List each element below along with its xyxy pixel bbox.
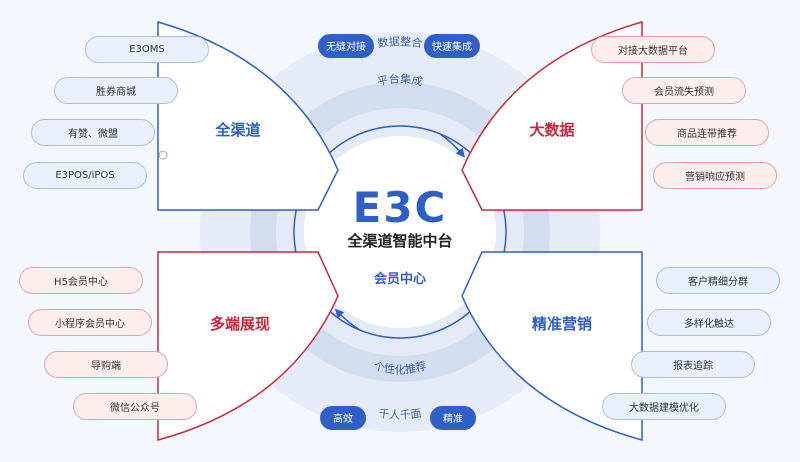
logo-text: E3C — [353, 183, 448, 232]
display-item-wechat: 微信公众号 — [73, 393, 197, 420]
sector-top-left — [157, 21, 339, 211]
quadrant-title-top-right: 大数据 — [529, 121, 574, 139]
ring-label-inner-bottom: 个性化推荐 — [372, 359, 428, 376]
sector-top-right — [461, 21, 643, 211]
marketing-item-report: 报表追踪 — [631, 351, 755, 378]
display-item-miniprogram: 小程序会员中心 — [28, 309, 152, 336]
flow-arrow-bottom — [334, 308, 361, 331]
marketing-item-reach: 多样化触达 — [647, 309, 771, 336]
marketing-item-segment: 客户精细分群 — [656, 267, 780, 294]
center-disc — [304, 136, 496, 328]
badge-bottom-right — [430, 406, 476, 430]
channel-item-mall: 胜券商城 — [54, 77, 178, 104]
display-item-h5: H5会员中心 — [19, 267, 143, 294]
flow-arrow-top — [439, 133, 465, 158]
flow-circle — [293, 125, 507, 339]
marketing-item-modeling: 大数据建模优化 — [602, 393, 726, 420]
ring-label-outer-bottom: 千人千面 — [378, 407, 423, 422]
sector-bottom-right — [461, 251, 643, 441]
badge-top-left-label: 无缝对接 — [326, 40, 366, 53]
quadrant-title-bottom-left: 多端展现 — [210, 315, 270, 333]
center-subtitle: 会员中心 — [374, 271, 426, 287]
badge-bottom-right-label: 精准 — [443, 412, 463, 425]
quadrant-title-bottom-right: 精准营销 — [532, 315, 592, 333]
channel-item-pos: E3POS/iPOS — [23, 162, 147, 189]
badge-bottom-left — [320, 406, 366, 430]
bigdata-item-response: 营销响应预测 — [653, 162, 777, 189]
badge-top-right-label: 快速集成 — [432, 40, 472, 53]
sector-bottom-left — [157, 251, 339, 441]
bigdata-item-platform: 对接大数据平台 — [591, 36, 715, 63]
badge-top-right — [424, 34, 480, 58]
badge-bottom-left-label: 高效 — [333, 412, 353, 425]
quadrant-title-top-left: 全渠道 — [214, 121, 260, 139]
bigdata-item-churn: 会员流失预测 — [622, 77, 746, 104]
badge-top-left — [318, 34, 374, 58]
bigdata-item-recommend: 商品连带推荐 — [645, 119, 769, 146]
center-title: 全渠道智能中台 — [346, 232, 452, 250]
connector-dot — [158, 150, 168, 160]
channel-item-youzan: 有赞、微盟 — [31, 119, 155, 146]
channel-item-e3oms: E3OMS — [85, 36, 209, 63]
display-item-guide: 导购端 — [44, 351, 168, 378]
